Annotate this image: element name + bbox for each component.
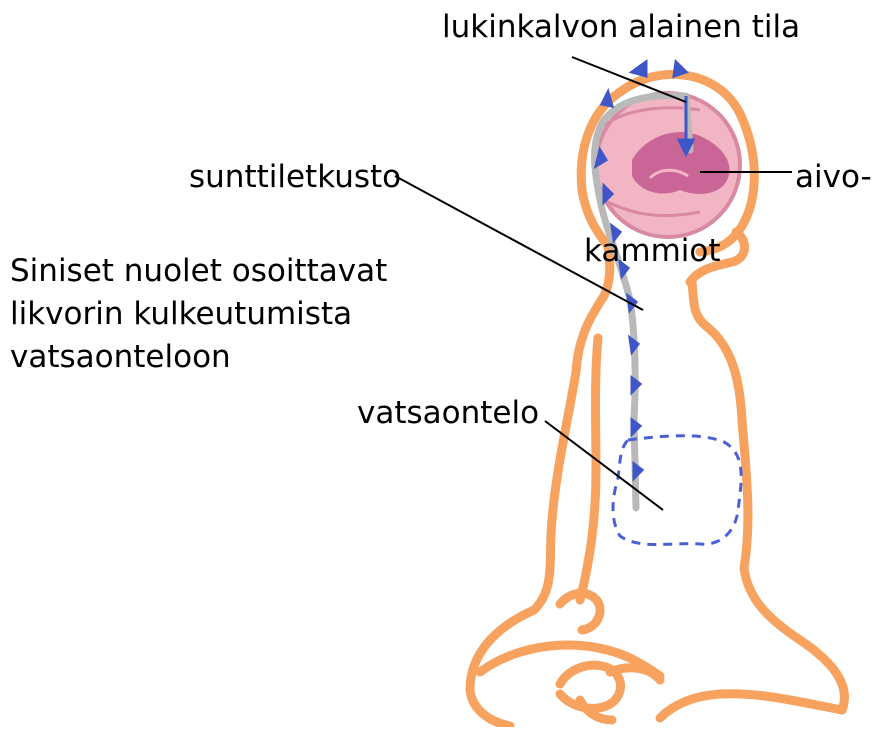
label-subarachnoid-space: lukinkalvon alainen tila	[442, 12, 800, 43]
label-shunt-tubing: sunttiletkusto	[189, 162, 401, 193]
note-line-2: likvorin kulkeutumista	[10, 293, 387, 336]
label-abdominal-cavity: vatsaontelo	[357, 398, 539, 429]
note-line-3: vatsaonteloon	[10, 336, 387, 379]
note-line-1: Siniset nuolet osoittavat	[10, 250, 387, 293]
arrow-explanation-note: Siniset nuolet osoittavat likvorin kulke…	[10, 250, 387, 379]
label-ventricles-line2: kammiot	[584, 236, 721, 267]
leader-subarachnoid	[572, 57, 686, 102]
label-ventricles-line1: aivo-	[795, 162, 872, 193]
